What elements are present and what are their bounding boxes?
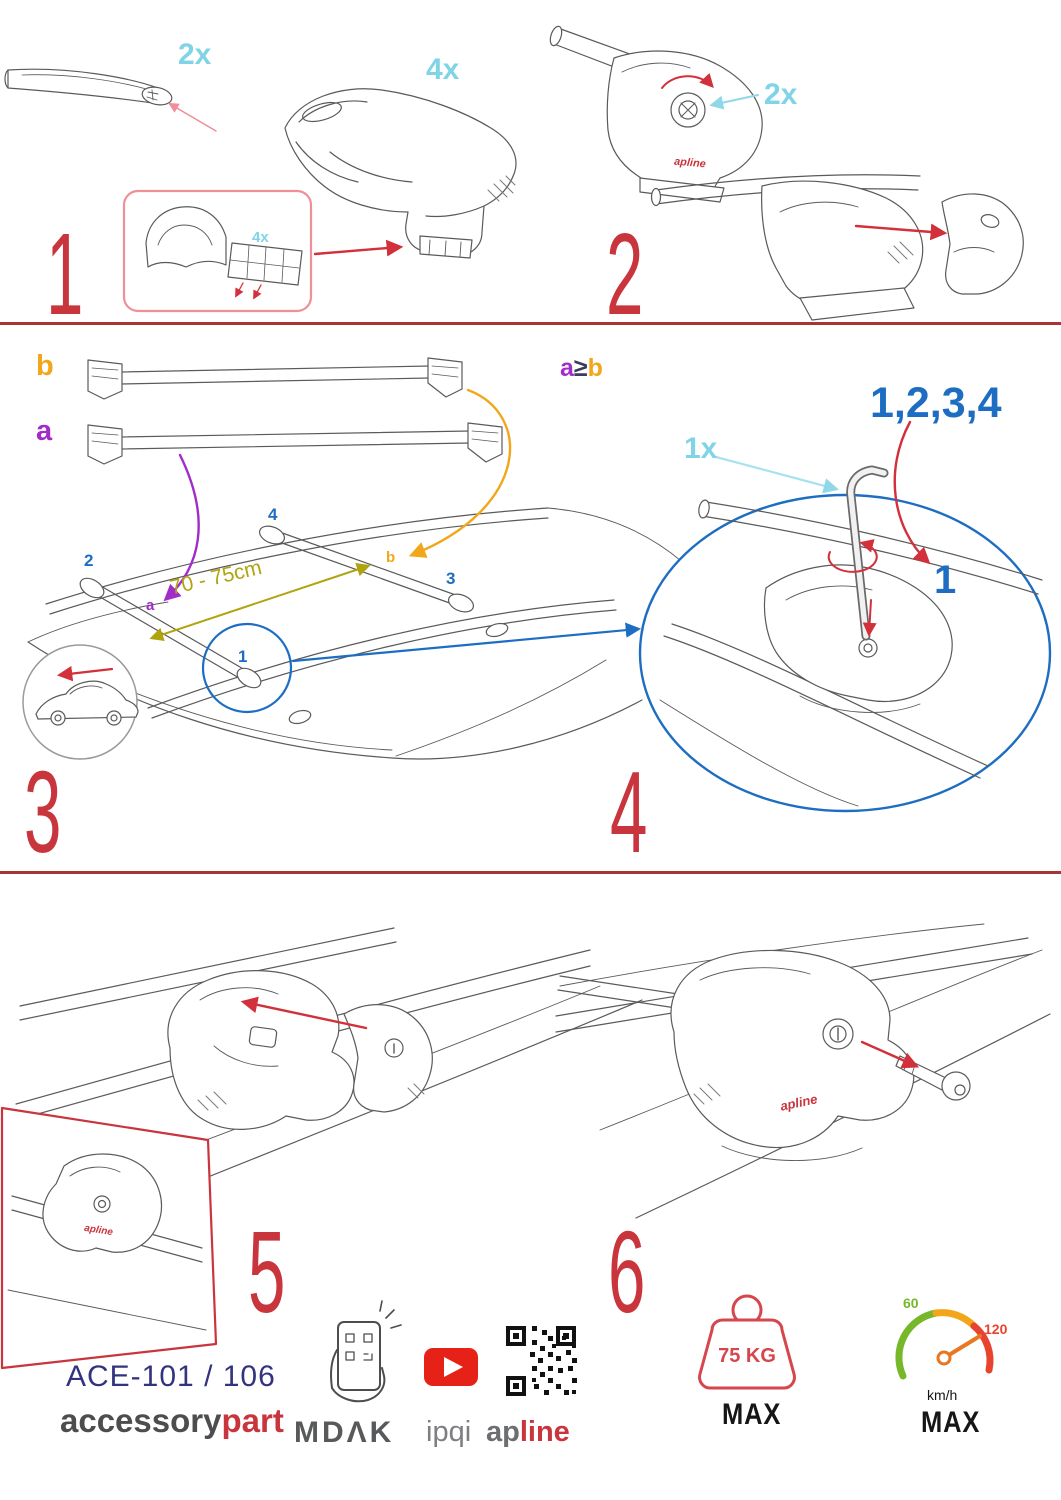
pad-quantity-label: 4x <box>252 229 269 246</box>
knob-quantity-label: 2x <box>764 78 798 111</box>
roof-position-2: 2 <box>84 551 94 570</box>
rule-a-ge-b: a≥b <box>560 356 603 381</box>
brand-logo: accessorypart <box>60 1404 284 1437</box>
roof-position-3: 3 <box>446 569 456 588</box>
mdak-logo: MDΛK <box>294 1416 395 1449</box>
foot-quantity-label: 4x <box>426 53 460 86</box>
step2-knob-foot-drawing <box>549 25 763 203</box>
step3-assignment-arrows <box>163 388 512 602</box>
step2-number: 2 <box>606 209 644 339</box>
weight-icon <box>698 1294 796 1390</box>
tool-quantity-label: 1x <box>684 432 718 465</box>
apline-ap: ap <box>486 1416 520 1448</box>
speed-low-label: 60 <box>903 1295 919 1311</box>
step4-zoom-drawing <box>638 465 1052 813</box>
apline-logo: apline <box>486 1418 570 1447</box>
step4-arrows <box>714 420 931 565</box>
step3-bar-a-drawing <box>87 422 503 465</box>
step1-number: 1 <box>46 209 84 339</box>
step3-number: 3 <box>24 747 62 877</box>
bar-a-label: a <box>36 415 53 447</box>
tightening-sequence-label: 1,2,3,4 <box>870 379 1002 427</box>
step2-endcap-drawing <box>650 174 1024 321</box>
section-divider-2 <box>0 871 1061 874</box>
step1-pads-inset-drawing <box>122 189 404 313</box>
speed-unit-label: km/h <box>927 1387 958 1403</box>
roof-position-1: 1 <box>238 647 248 666</box>
model-number: ACE-101 / 106 <box>66 1360 276 1393</box>
first-position-label: 1 <box>934 558 957 602</box>
step3-car-inset-drawing <box>22 644 139 760</box>
step6-number: 6 <box>608 1207 646 1337</box>
youtube-icon <box>424 1348 478 1386</box>
step1-foot-drawing <box>284 88 517 259</box>
max-speed-label: MAX <box>921 1406 981 1439</box>
qr-scan-phone-icon <box>330 1300 402 1403</box>
step5-locked-inset-drawing <box>0 1106 218 1370</box>
bar-quantity-label: 2x <box>178 38 212 71</box>
step5-drawing <box>15 927 643 1243</box>
roof-bar-b-label: b <box>386 549 396 566</box>
speedometer-icon <box>895 1309 994 1380</box>
step1-crossbar-drawing <box>4 68 217 132</box>
apline-line: line <box>519 1416 570 1448</box>
section-divider-1 <box>0 322 1061 325</box>
roof-position-4: 4 <box>268 505 278 524</box>
bar-b-label: b <box>36 350 54 382</box>
brand-part: part <box>221 1402 284 1439</box>
step6-drawing <box>555 923 1051 1219</box>
rule-a: a <box>560 354 574 382</box>
roof-bar-a-label: a <box>146 597 155 614</box>
rule-operator: ≥ <box>573 354 588 382</box>
brand-accessory: accessory <box>60 1402 222 1439</box>
max-weight-value: 75 KG <box>718 1345 776 1367</box>
ipqi-logo: ipqi <box>426 1416 472 1448</box>
qr-code-ic <box>504 1324 578 1398</box>
step5-number: 5 <box>248 1207 286 1337</box>
step4-number: 4 <box>610 747 648 877</box>
max-weight-label: MAX <box>722 1398 782 1431</box>
speed-high-label: 120 <box>984 1321 1008 1337</box>
rule-b: b <box>587 354 603 382</box>
step3-bar-b-drawing <box>87 357 463 400</box>
